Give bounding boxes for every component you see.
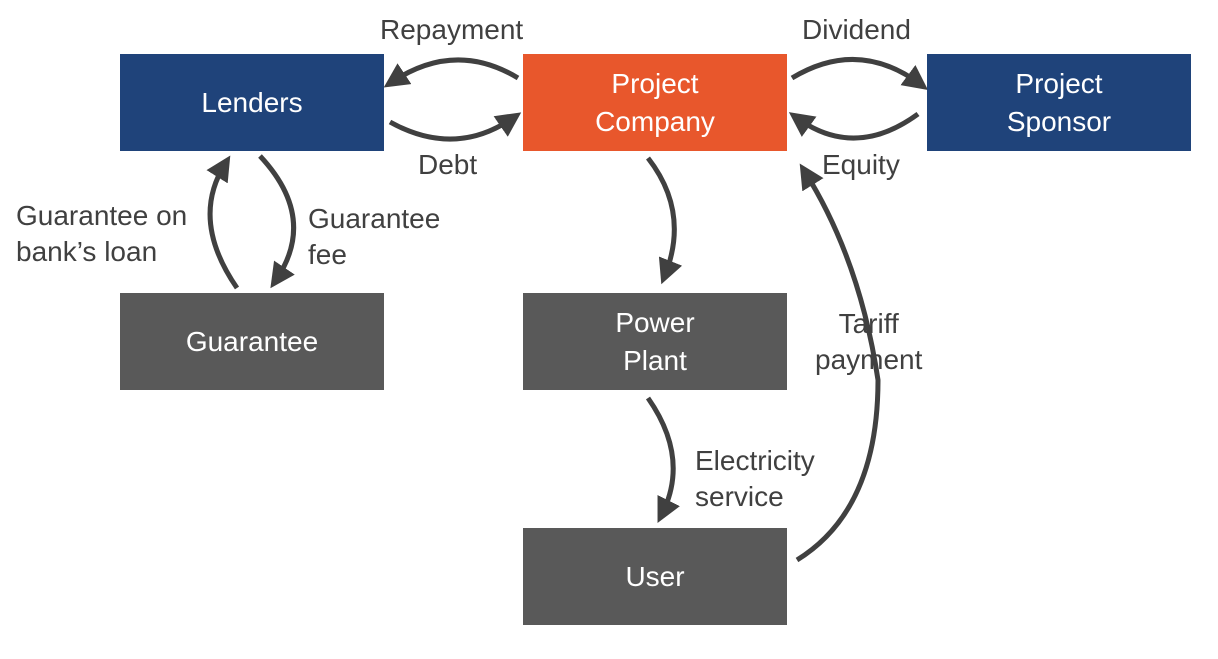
guarantee-on-loan-arrow [206,155,240,290]
project-company-box: Project Company [523,54,787,151]
guarantee-on-loan-line1: Guarantee on [16,200,188,231]
project-sponsor-label-line2: Sponsor [1006,105,1112,137]
lenders-box: Lenders [120,54,384,151]
electricity-service-arrow [645,396,680,523]
electricity-service-line2: service [695,481,784,512]
guarantee-label: Guarantee [185,325,319,357]
debt-label: Debt [418,149,478,180]
guarantee-fee-line2: fee [308,239,347,270]
dividend-label: Dividend [802,14,911,45]
lenders-label: Lenders [201,86,303,118]
tariff-payment-label: Tariff payment [815,306,922,378]
user-box: User [523,528,787,625]
tariff-payment-arrow [795,163,881,563]
electricity-service-label: Electricity service [695,443,815,515]
tariff-payment-line2: payment [815,344,923,375]
guarantee-box: Guarantee [120,293,384,390]
guarantee-on-loan-line2: bank’s loan [16,236,158,267]
tariff-payment-line1: Tariff [838,308,899,339]
electricity-service-line1: Electricity [695,445,815,476]
equity-label: Equity [822,149,900,180]
repayment-arrow [383,57,520,88]
guarantee-on-loan-label: Guarantee on bank’s loan [16,198,187,270]
project-company-label-line1: Project [611,67,699,99]
dividend-arrow [790,56,929,90]
guarantee-fee-arrow [258,154,297,289]
power-plant-label-line1: Power [615,306,695,338]
debt-arrow [388,112,522,142]
user-label: User [625,560,685,592]
project-sponsor-box: Project Sponsor [927,54,1191,151]
repayment-label: Repayment [380,14,524,45]
power-plant-box: Power Plant [523,293,787,390]
equity-arrow [788,111,920,141]
project-company-label-line2: Company [595,105,715,137]
power-plant-label-line2: Plant [623,344,687,376]
company-to-plant-arrow [646,156,683,285]
guarantee-fee-label: Guarantee fee [308,201,440,273]
project-sponsor-label-line1: Project [1015,67,1103,99]
guarantee-fee-line1: Guarantee [308,203,441,234]
